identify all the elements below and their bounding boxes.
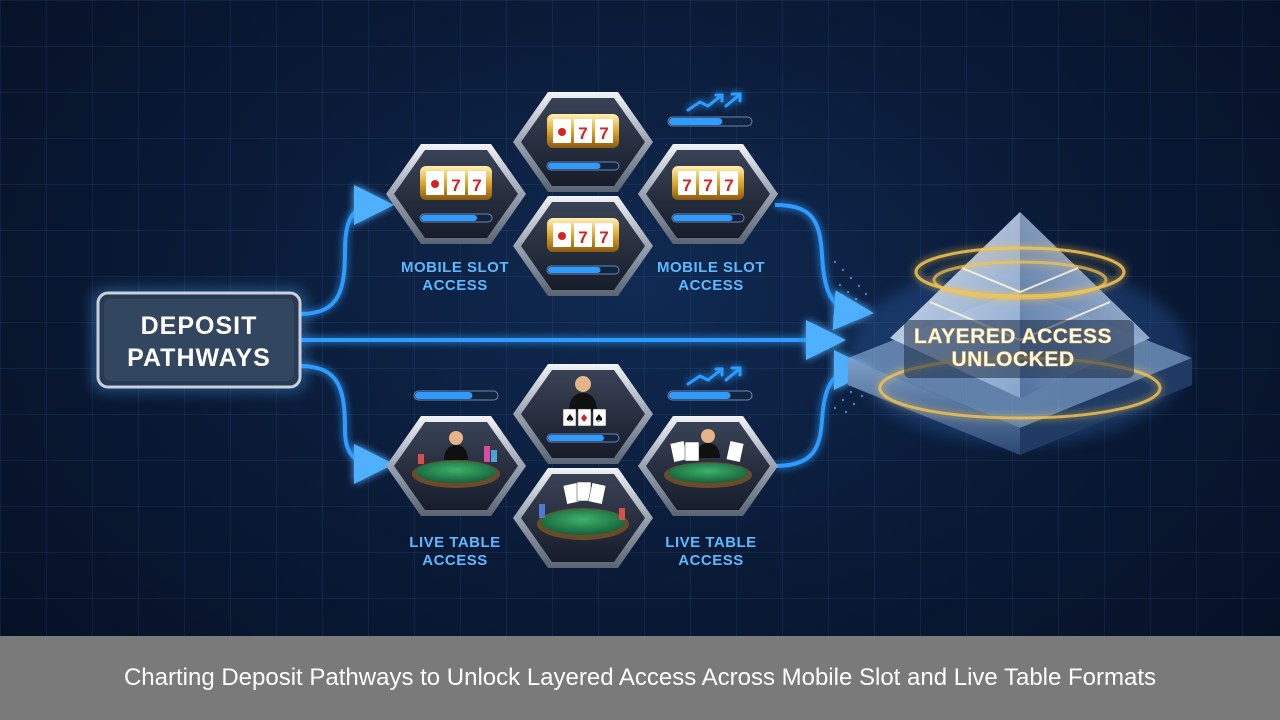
table-top-progress-fill (548, 435, 604, 441)
slot-machine-icon: 7 7 7 (672, 166, 744, 200)
trend-up-arrows-icon (686, 366, 742, 386)
caption-bar: Charting Deposit Pathways to Unlock Laye… (0, 636, 1280, 720)
light-streaks (833, 260, 868, 414)
live-table-right-line1: LIVE TABLE (665, 534, 756, 551)
connector-to-tables (299, 364, 394, 484)
table-header-left-indicator (413, 390, 499, 401)
connector-lines (299, 185, 874, 484)
slot-tile-left: 7 7 (386, 144, 526, 244)
svg-text:♦: ♦ (579, 412, 589, 425)
slot-tile-top: 7 7 (513, 92, 653, 192)
pathway-diagram: DEPOSIT PATHWAYS 7 7 (92, 92, 1192, 569)
slot-left-progress-fill (421, 215, 477, 221)
table-tile-top: ♠ ♦ ♠ (513, 364, 653, 464)
svg-text:7: 7 (451, 176, 460, 195)
table-tile-left (386, 416, 526, 516)
table-left-progress-fill (415, 392, 473, 399)
slot-cluster: 7 7 7 7 (386, 92, 778, 296)
svg-text:7: 7 (578, 124, 587, 143)
source-label-line1: DEPOSIT (141, 312, 258, 340)
mobile-slot-left-line1: MOBILE SLOT (401, 259, 509, 276)
table-header-right-indicator (667, 366, 753, 401)
slot-bottom-progress-fill (548, 267, 601, 273)
svg-text:7: 7 (599, 228, 608, 247)
live-table-right-line2: ACCESS (678, 552, 744, 569)
svg-text:7: 7 (703, 176, 712, 195)
connector-to-slots (299, 185, 394, 316)
target-label-line2: UNLOCKED (952, 348, 1075, 371)
svg-text:7: 7 (578, 228, 587, 247)
svg-text:7: 7 (472, 176, 481, 195)
slot-machine-icon: 7 7 (547, 114, 619, 148)
target-label-line1: LAYERED ACCESS (914, 325, 1112, 348)
svg-text:7: 7 (599, 124, 608, 143)
layered-access-pyramid: LAYERED ACCESS UNLOCKED (848, 212, 1192, 455)
trend-up-arrows-icon (686, 92, 742, 112)
slot-tile-bottom: 7 7 (513, 196, 653, 296)
svg-text:♠: ♠ (565, 412, 575, 425)
slot-tile-right: 7 7 7 (638, 144, 778, 244)
svg-text:7: 7 (682, 176, 691, 195)
source-label-line2: PATHWAYS (127, 344, 271, 372)
slot-machine-icon: 7 7 (547, 218, 619, 252)
live-table-left-line2: ACCESS (422, 552, 488, 569)
dealer-table-icon (537, 481, 629, 540)
caption-text: Charting Deposit Pathways to Unlock Laye… (123, 664, 1157, 691)
table-cluster: ♠ ♦ ♠ (386, 364, 778, 569)
deposit-pathways-box: DEPOSIT PATHWAYS (92, 288, 306, 392)
slot-right-progress-fill (673, 215, 733, 221)
dealer-icon: ♠ ♦ ♠ (562, 376, 607, 427)
table-right-progress-fill (669, 392, 731, 399)
slot-header-progress-fill (669, 118, 723, 125)
table-tile-bottom (513, 468, 653, 568)
mobile-slot-left-line2: ACCESS (422, 277, 488, 294)
svg-text:♠: ♠ (594, 412, 604, 425)
live-table-left-line1: LIVE TABLE (409, 534, 500, 551)
mobile-slot-right-line2: ACCESS (678, 277, 744, 294)
slot-machine-icon: 7 7 (420, 166, 492, 200)
table-tile-right (638, 416, 778, 516)
mobile-slot-right-line1: MOBILE SLOT (657, 259, 765, 276)
slot-header-indicator (667, 92, 753, 127)
connector-tables-to-pyramid (774, 350, 874, 468)
dealer-table-icon (412, 431, 500, 488)
connector-slots-to-pyramid (774, 203, 874, 331)
card-table-icon (664, 429, 752, 488)
svg-text:7: 7 (724, 176, 733, 195)
slot-top-progress-fill (548, 163, 601, 169)
